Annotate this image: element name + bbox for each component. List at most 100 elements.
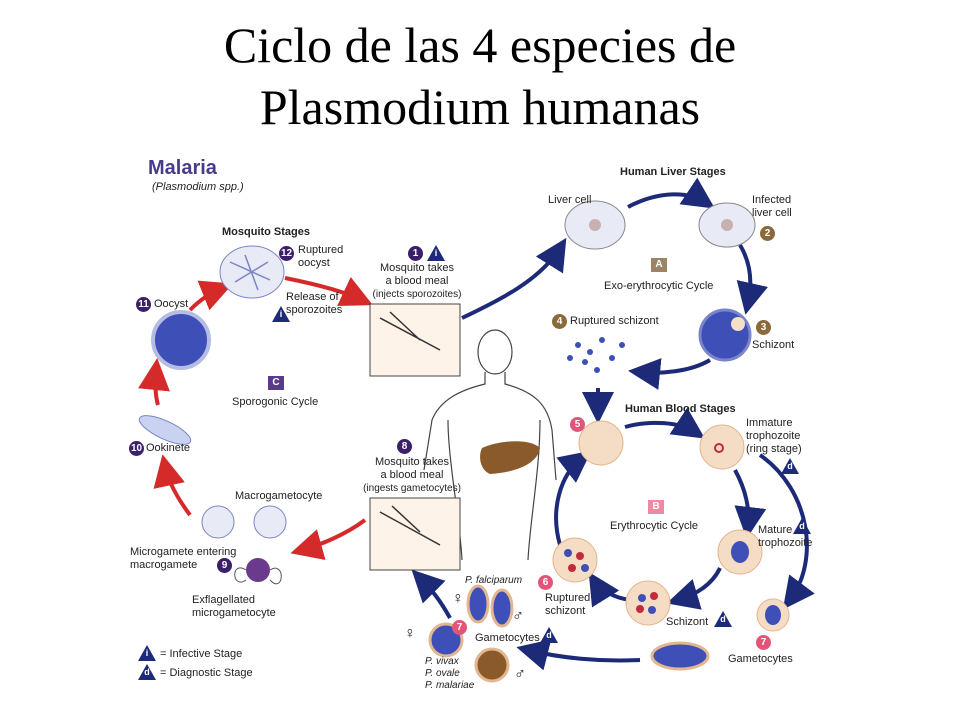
ruptured-oocyst bbox=[219, 245, 285, 299]
mature-trophozoite-label: Mature trophozoite bbox=[758, 524, 812, 550]
liver-cell-infected bbox=[698, 202, 756, 248]
legend-diagnostic-icon: d bbox=[138, 664, 156, 680]
diagnostic-icon-immature-letter: d bbox=[787, 461, 793, 471]
mature-line-2: trophozoite bbox=[758, 537, 813, 549]
immature-line-3: (ring stage) bbox=[746, 443, 802, 455]
stage-1-label: Mosquito takes a blood meal (injects spo… bbox=[362, 262, 472, 301]
stage-8-line-1: Mosquito takes bbox=[375, 456, 449, 468]
stage-7-label-right: Gametocytes bbox=[728, 653, 793, 665]
stage-9-line-1: Microgamete entering bbox=[130, 546, 237, 558]
gametocyte-falciparum-male bbox=[490, 588, 514, 628]
rbc-merozoite-entry bbox=[578, 420, 624, 466]
stage-6-label: Ruptured schizont bbox=[545, 592, 590, 618]
liver-ruptured-schizont bbox=[567, 337, 625, 373]
cycle-c-label: Sporogonic Cycle bbox=[232, 396, 319, 408]
stage-5-badge: 5 bbox=[570, 417, 585, 432]
stage-12-line-2: oocyst bbox=[298, 257, 330, 269]
stage-7-badge-right: 7 bbox=[756, 635, 771, 650]
stage-10-badge: 10 bbox=[129, 441, 144, 456]
rbc-blood-schizont bbox=[625, 580, 671, 626]
arrow-oocyst-to-top bbox=[188, 280, 234, 312]
stage-8-label: Mosquito takes a blood meal (ingests gam… bbox=[352, 456, 472, 495]
diagram-title: Malaria bbox=[148, 157, 217, 179]
stage-12-line-1: Ruptured bbox=[298, 244, 344, 256]
cycle-b-badge: B bbox=[648, 500, 664, 514]
blood-schizont-label: Schizont bbox=[666, 616, 709, 628]
macrogametocyte-female bbox=[201, 505, 235, 539]
oocyst bbox=[151, 310, 211, 370]
exflagellated-label: Exflagellated microgametocyte bbox=[192, 594, 276, 620]
exflagellated-microgametocyte bbox=[234, 558, 282, 585]
species-falciparum: P. falciparum bbox=[465, 575, 523, 586]
stage-1-badge: 1 bbox=[408, 246, 423, 261]
stage-11-label: Oocyst bbox=[154, 298, 189, 310]
stage-7-badge-left: 7 bbox=[452, 620, 467, 635]
arrow-schizont-to-ruptured-blood bbox=[588, 571, 631, 608]
arrow-liver-to-infected bbox=[627, 177, 715, 209]
diagnostic-icon-gametocytes-letter: d bbox=[546, 630, 552, 640]
immature-trophozoite-label: Immature trophozoite (ring stage) bbox=[746, 417, 802, 456]
infective-icon-sporozoites-letter: i bbox=[279, 309, 283, 319]
release-line-1: Release of bbox=[286, 291, 339, 303]
macrogametocyte-cell bbox=[253, 505, 287, 539]
rbc-mature-trophozoite bbox=[717, 529, 763, 575]
section-human-blood-stages: Human Blood Stages bbox=[625, 403, 736, 415]
stage-1-line-1: Mosquito takes bbox=[380, 262, 454, 274]
macrogametocyte-label: Macrogametocyte bbox=[235, 490, 323, 502]
stage-12-badge: 12 bbox=[279, 246, 294, 261]
species-vivax-male: ♂ bbox=[514, 666, 526, 683]
arrow-immature-to-mature bbox=[733, 469, 767, 539]
diagnostic-icon-mature: d bbox=[793, 518, 811, 534]
species-falciparum-male: ♂ bbox=[512, 608, 524, 625]
arrow-infected-to-schizont bbox=[736, 243, 768, 315]
stage-1-line-3: (injects sporozoites) bbox=[372, 289, 462, 300]
legend-infective-label: = Infective Stage bbox=[160, 648, 243, 660]
species-vivax: P. vivax bbox=[425, 656, 459, 667]
stage-1-line-2: a blood meal bbox=[385, 275, 449, 287]
stage-4-badge: 4 bbox=[552, 314, 567, 329]
stage-10-label: Ookinete bbox=[146, 442, 191, 454]
diagnostic-icon-immature: d bbox=[781, 458, 799, 474]
arrow-ring-to-immature bbox=[624, 407, 705, 439]
section-human-liver-stages: Human Liver Stages bbox=[620, 166, 726, 178]
infective-icon-sporozoites: i bbox=[272, 306, 290, 322]
stage-2-line-1: Infected bbox=[752, 194, 792, 206]
slide-title: Ciclo de las 4 especies de Plasmodium hu… bbox=[0, 14, 960, 138]
arrow-mosquito-to-liver bbox=[461, 237, 567, 320]
diagram-subtitle: (Plasmodium spp.) bbox=[152, 181, 244, 193]
liver-cell-label: Liver cell bbox=[548, 194, 592, 206]
stage-9-badge: 9 bbox=[217, 558, 232, 573]
stage-7-label-left: Gametocytes bbox=[475, 632, 540, 644]
cycle-c-badge: C bbox=[268, 376, 284, 390]
rbc-ruptured-schizont bbox=[552, 537, 598, 583]
section-mosquito-stages: Mosquito Stages bbox=[222, 226, 311, 238]
arrow-ookinete-to-oocyst bbox=[138, 358, 170, 406]
rbc-gametocyte-bottom bbox=[650, 641, 710, 671]
legend-infective-icon: i bbox=[138, 645, 156, 661]
rbc-immature-trophozoite bbox=[699, 424, 745, 470]
stage-9-line-2: macrogamete bbox=[130, 559, 198, 571]
human-figure bbox=[423, 329, 557, 561]
immature-line-2: trophozoite bbox=[746, 430, 801, 442]
legend-diagnostic-label: = Diagnostic Stage bbox=[160, 667, 253, 679]
stage-2-line-2: liver cell bbox=[752, 207, 792, 219]
slide-title-line-2: Plasmodium humanas bbox=[259, 79, 701, 135]
stage-8-line-2: a blood meal bbox=[380, 469, 444, 481]
diagnostic-icon-schizont-letter: d bbox=[720, 614, 726, 624]
stage-8-badge: 8 bbox=[397, 439, 412, 454]
cycle-a-label: Exo-erythrocytic Cycle bbox=[604, 280, 714, 292]
liver-cell-uninfected bbox=[564, 200, 626, 250]
arrow-gametocyte-to-mosquito bbox=[411, 569, 452, 619]
species-vivax-female: ♀ bbox=[404, 625, 416, 642]
stage-6-line-1: Ruptured bbox=[545, 592, 591, 604]
mosquito-panel-bottom bbox=[369, 497, 461, 571]
stage-11-badge: 11 bbox=[136, 297, 151, 312]
arrow-mature-to-schizont bbox=[666, 567, 722, 610]
arrow-oocyst-to-ruptured bbox=[284, 276, 373, 306]
stage-3-badge: 3 bbox=[756, 320, 771, 335]
stage-4-label: Ruptured schizont bbox=[570, 315, 659, 327]
slide-title-line-1: Ciclo de las 4 especies de bbox=[223, 17, 737, 73]
stage-3-label: Schizont bbox=[752, 339, 795, 351]
liver-organ bbox=[480, 441, 540, 474]
